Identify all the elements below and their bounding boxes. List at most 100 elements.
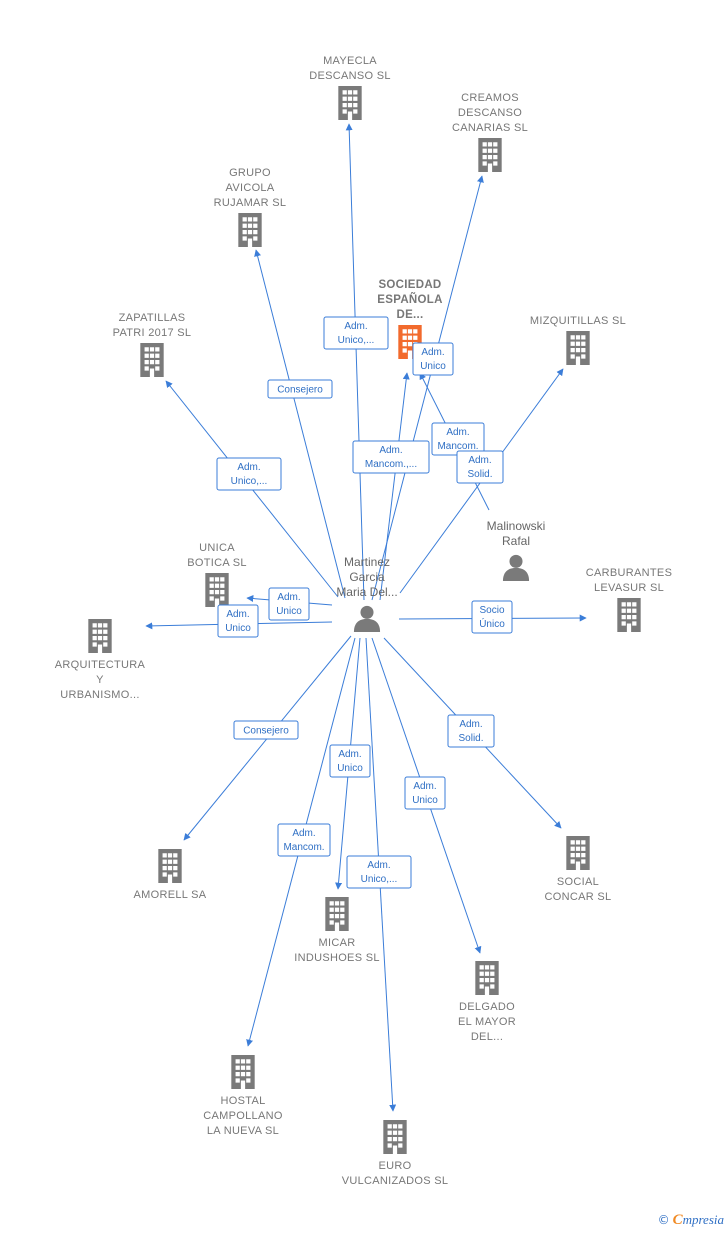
edge-role-text: Consejero bbox=[277, 385, 323, 396]
edge-role-text: Solid. bbox=[458, 733, 483, 744]
edge-role-text: Adm. bbox=[446, 427, 469, 438]
copyright-symbol: © bbox=[657, 1213, 670, 1227]
company-node-sociedad[interactable]: SOCIEDAD ESPAÑOLA DE... bbox=[377, 279, 442, 359]
company-node-amorell[interactable]: AMORELL SA bbox=[134, 849, 207, 901]
edge-role-text: Adm. bbox=[292, 828, 315, 839]
edge-role-label[interactable]: Adm.Unico,... bbox=[323, 316, 389, 350]
edge-role-label-box bbox=[346, 855, 412, 889]
company-name: CAMPOLLANO bbox=[203, 1110, 283, 1122]
company-node-carburantes[interactable]: CARBURANTES LEVASUR SL bbox=[586, 567, 672, 632]
company-name: ESPAÑOLA bbox=[377, 293, 442, 306]
edge-role-label-box bbox=[216, 457, 282, 491]
edge-p_main-sociedad bbox=[379, 372, 410, 601]
edge-role-label-box bbox=[323, 316, 389, 350]
company-name: CARBURANTES bbox=[586, 567, 672, 579]
edge-role-text: Unico,... bbox=[231, 476, 268, 487]
edge-role-label[interactable]: Adm. Solid. bbox=[456, 450, 504, 484]
edge-role-label-box bbox=[277, 823, 331, 857]
company-node-mizqui[interactable]: MIZQUITILLAS SL bbox=[530, 315, 626, 365]
edge-role-text: Consejero bbox=[243, 726, 289, 737]
edge-role-label[interactable]: Consejero bbox=[267, 379, 333, 399]
edge-role-label[interactable]: Adm.Unico bbox=[217, 604, 259, 638]
edge-role-label[interactable]: Adm.Unico bbox=[404, 776, 446, 810]
edge-role-text: Unico bbox=[412, 795, 438, 806]
company-name: SOCIEDAD bbox=[378, 279, 441, 291]
brand-footer: ©Cmpresia bbox=[658, 1212, 724, 1229]
company-name: RUJAMAR SL bbox=[214, 197, 287, 209]
edge-role-text: Socio bbox=[479, 605, 504, 616]
edge-p_main-grupo bbox=[254, 249, 346, 599]
company-node-arquitectura[interactable]: ARQUITECTURA Y URBANISMO... bbox=[55, 619, 146, 701]
company-name: ZAPATILLAS bbox=[119, 312, 186, 324]
company-node-euro[interactable]: EURO VULCANIZADOS SL bbox=[342, 1120, 449, 1187]
edge-role-text: Unico,... bbox=[361, 874, 398, 885]
edge-role-label[interactable]: Adm.Mancom. bbox=[431, 422, 485, 456]
edge-role-text: Adm. bbox=[367, 860, 390, 871]
company-name: MIZQUITILLAS SL bbox=[530, 315, 626, 327]
edge-role-text: Adm. bbox=[237, 462, 260, 473]
edge-role-text: Solid. bbox=[467, 469, 492, 480]
edge-role-label-box bbox=[404, 776, 446, 810]
company-name: LA NUEVA SL bbox=[207, 1125, 279, 1137]
building-icon bbox=[158, 849, 182, 883]
edge-role-text: Adm. bbox=[226, 609, 249, 620]
edge-role-text: Mancom. bbox=[283, 842, 324, 853]
building-icon bbox=[617, 598, 641, 632]
person-name: Rafal bbox=[502, 534, 530, 548]
edge-p_main-mayecla bbox=[345, 123, 365, 601]
edge-role-text: Unico bbox=[337, 763, 363, 774]
edge-role-label[interactable]: Adm.Unico bbox=[412, 342, 454, 376]
edge-role-label-box bbox=[412, 342, 454, 376]
edge-role-label-box bbox=[329, 744, 371, 778]
company-name: SOCIAL bbox=[557, 876, 599, 888]
edge-role-label[interactable]: Adm. Unico,... bbox=[216, 457, 282, 491]
person-name: Garcia bbox=[349, 570, 385, 584]
company-name: DESCANSO SL bbox=[309, 70, 391, 82]
edge-role-label[interactable]: Adm. Unico,... bbox=[346, 855, 412, 889]
edge-role-text: Adm. bbox=[344, 321, 367, 332]
edge-role-label-box bbox=[267, 379, 333, 399]
company-name: VULCANIZADOS SL bbox=[342, 1175, 449, 1187]
company-name: BOTICA SL bbox=[187, 557, 247, 569]
company-name: LEVASUR SL bbox=[594, 582, 664, 594]
building-icon bbox=[566, 836, 590, 870]
edge-role-label[interactable]: Adm.Unico bbox=[268, 587, 310, 621]
company-name: URBANISMO... bbox=[60, 689, 139, 701]
company-name: Y bbox=[96, 674, 104, 686]
building-icon bbox=[383, 1120, 407, 1154]
building-icon bbox=[325, 897, 349, 931]
company-name: EURO bbox=[379, 1160, 412, 1172]
edge-role-label-box bbox=[471, 600, 513, 634]
edge-role-text: Único bbox=[479, 617, 505, 630]
company-name: ARQUITECTURA bbox=[55, 659, 146, 671]
building-icon bbox=[478, 138, 502, 172]
edge-role-label[interactable]: Adm.Solid. bbox=[447, 714, 495, 748]
edge-role-label[interactable]: Adm.Mancom.,... bbox=[352, 440, 430, 474]
edge-role-text: Adm. bbox=[379, 445, 402, 456]
edge-role-text: Unico bbox=[276, 606, 302, 617]
edge-role-text: Adm. bbox=[421, 347, 444, 358]
brand-logo-text: mpresia bbox=[682, 1212, 724, 1227]
edge-role-text: Adm. bbox=[468, 455, 491, 466]
edge-role-label[interactable]: Adm.Unico bbox=[329, 744, 371, 778]
edge-role-label[interactable]: Consejero bbox=[233, 720, 299, 740]
edge-role-label[interactable]: Adm. Mancom. bbox=[277, 823, 331, 857]
company-name: DE... bbox=[396, 309, 423, 321]
building-icon bbox=[231, 1055, 255, 1089]
edge-role-label-box bbox=[352, 440, 430, 474]
company-name: AMORELL SA bbox=[134, 889, 207, 901]
person-icon bbox=[353, 605, 381, 632]
